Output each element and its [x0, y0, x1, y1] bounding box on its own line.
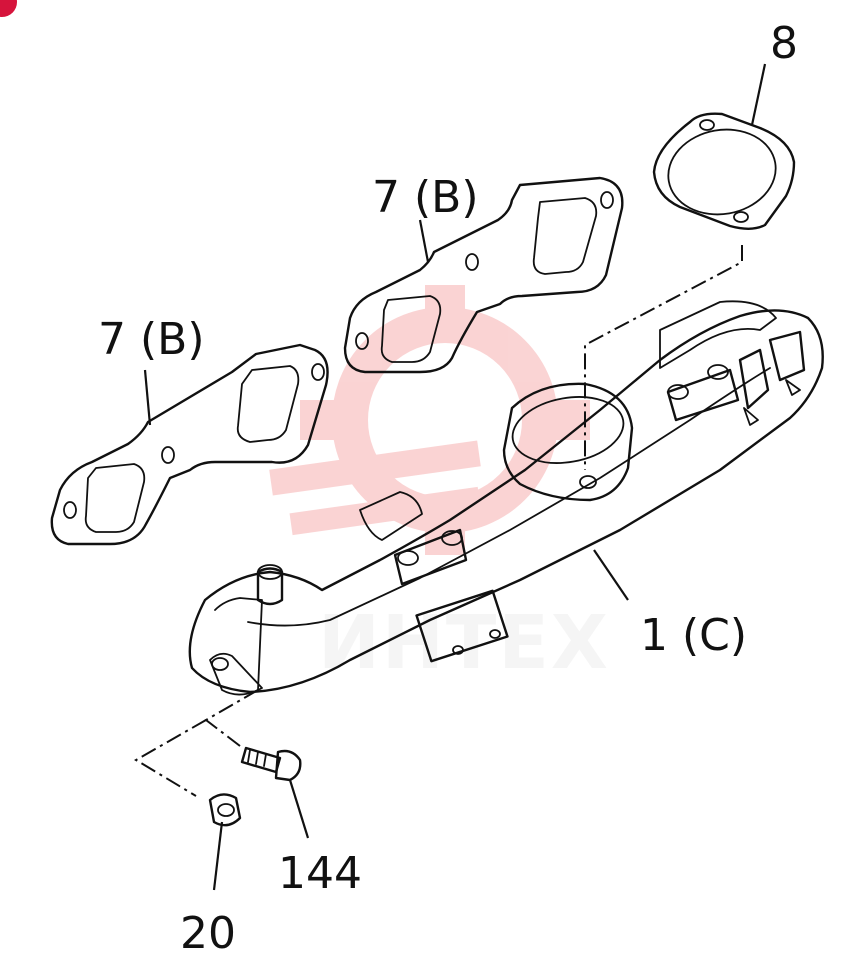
assembly-line-bolt	[204, 689, 259, 747]
leader-line-7b-lower	[143, 369, 152, 426]
leader-line-144	[288, 779, 310, 839]
leader-line-1c	[593, 549, 629, 601]
callout-7b-upper: 7 (B)	[372, 172, 479, 223]
callout-20: 20	[180, 908, 236, 959]
gasket-7b-lower	[50, 343, 329, 546]
watermark-logo: ИНТЕХ	[269, 285, 610, 686]
nut-20	[208, 793, 242, 827]
gasket-8	[652, 112, 796, 230]
exhaust-manifold-1c	[188, 300, 824, 696]
bolt-144	[240, 746, 302, 782]
leader-line-7b-upper	[418, 219, 430, 263]
callout-1c: 1 (C)	[640, 610, 747, 661]
callout-7b-lower: 7 (B)	[98, 314, 205, 365]
assembly-line-gasket-8	[584, 245, 743, 470]
gasket-7b-upper	[343, 176, 624, 374]
callout-8: 8	[770, 18, 798, 69]
leader-line-20	[212, 821, 224, 891]
corner-badge-icon	[0, 0, 17, 17]
watermark-text: ИНТЕХ	[318, 600, 610, 686]
assembly-line-nut	[134, 719, 207, 797]
leader-line-8	[750, 63, 767, 126]
callout-144: 144	[278, 848, 362, 899]
